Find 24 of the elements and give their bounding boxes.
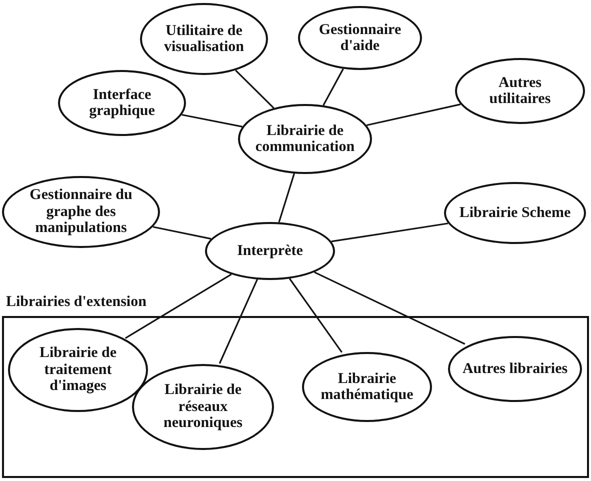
connector-line [152,226,212,240]
module-label: Utilitaire de visualisation [162,22,246,56]
group-heading: Librairies d'extension [6,294,146,311]
module-label: Librairie Scheme [458,204,572,222]
module-label: Interface graphique [88,86,156,120]
connector-line [235,70,274,109]
module-label: Gestionnaire du graphe des manipulations [28,187,134,237]
module-label: Autres utilitaires [488,74,552,108]
connector-line [322,68,344,106]
connector-line [366,104,461,126]
connector-line [218,279,258,364]
module-label: Interprète [236,242,304,260]
connector-line [182,114,242,128]
module-label: Librairie de traitement d'images [38,345,118,395]
module-label: Librairie mathématique [320,370,414,404]
connector-line [314,271,466,345]
connector-line [278,173,295,223]
module-label: Librairie de réseaux neuroniques [162,382,244,432]
connector-line [288,278,342,353]
module-label: Gestionnaire d'aide [318,22,402,54]
module-label: Librairie de communication [254,122,356,156]
connector-line [124,274,232,339]
connector-line [331,222,448,242]
module-label: Autres librairies [461,360,569,378]
